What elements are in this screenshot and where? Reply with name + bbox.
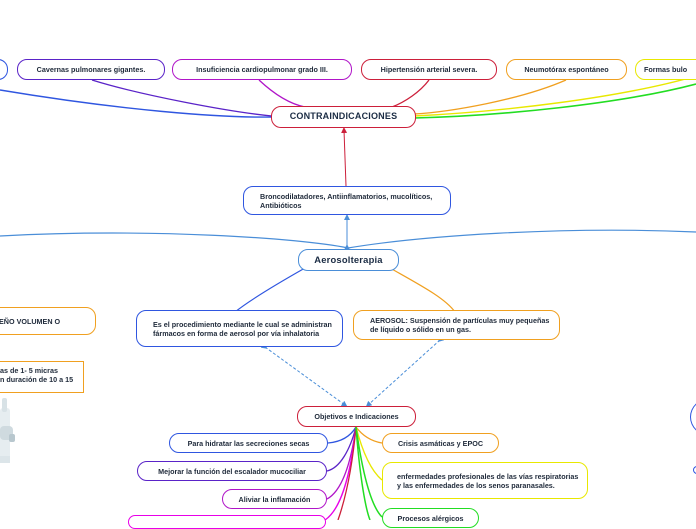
contra-item-cavernas[interactable]: Cavernas pulmonares gigantes.	[17, 59, 165, 80]
indication-enfermedades[interactable]: enfermedades profesionales de las vías r…	[382, 462, 588, 499]
connector-neumotorax	[413, 79, 567, 115]
connector-left-long	[0, 232, 349, 249]
connector-obj-alergicos	[355, 426, 383, 518]
right-partial-dot	[693, 466, 696, 474]
objective-inflamacion[interactable]: Aliviar la inflamación	[222, 489, 327, 509]
connector-insuficiencia	[258, 79, 306, 108]
objective-pink-partial[interactable]	[128, 515, 326, 529]
particles-partial-box[interactable]	[0, 361, 84, 393]
objective-hidratar[interactable]: Para hidratar las secreciones secas	[169, 433, 328, 453]
nebulizer-device-icon	[0, 398, 15, 463]
contra-item-formas[interactable]: Formas bulo	[635, 59, 696, 80]
contra-item-neumotorax[interactable]: Neumotórax espontáneo	[506, 59, 627, 80]
objectives-node[interactable]: Objetivos e Indicaciones	[297, 406, 416, 427]
connector-blue-offscreen	[0, 89, 273, 118]
particles-line-1: as de 1- 5 micras	[0, 366, 58, 375]
definition-node[interactable]: Es el procedimiento mediante le cual se …	[136, 310, 343, 347]
connector-aerosol	[389, 267, 456, 313]
aerosol-node[interactable]: AEROSOL: Suspensión de partículas muy pe…	[353, 310, 560, 340]
connector-definition	[234, 267, 306, 313]
connector-obj-enfermedades	[355, 426, 383, 481]
connector-obj-red-offscreen	[337, 426, 357, 520]
dashed-aerosol-objectives	[365, 335, 445, 408]
contra-item-hipertension[interactable]: Hipertensión arterial severa.	[361, 59, 497, 80]
size-partial-node[interactable]: EÑO VOLUMEN O	[0, 307, 96, 335]
center-topic[interactable]: Aerosolterapia	[298, 249, 399, 271]
connector-obj-crisis	[355, 426, 383, 444]
indication-crisis[interactable]: Crisis asmáticas y EPOC	[382, 433, 499, 453]
connector-cavernas	[91, 79, 273, 117]
connector-obj-green-offscreen	[355, 426, 371, 520]
size-partial-label: EÑO VOLUMEN O	[0, 316, 61, 326]
arrow-drugs-to-contra	[341, 127, 348, 187]
dashed-definition-objectives	[260, 342, 348, 407]
connector-obj-hidratar	[327, 426, 357, 444]
indication-alergicos[interactable]: Procesos alérgicos	[382, 508, 479, 528]
connector-obj-escalador	[326, 426, 357, 472]
connector-green-offscreen	[413, 83, 696, 119]
connector-formas	[413, 75, 696, 117]
particles-line-2: n duración de 10 a 15	[0, 375, 74, 384]
drugs-node[interactable]: Broncodilatadores, Antiinflamatorios, mu…	[243, 186, 451, 215]
objective-escalador[interactable]: Mejorar la función del escalador mucocil…	[137, 461, 327, 481]
contra-item-insuficiencia[interactable]: Insuficiencia cardiopulmonar grado III.	[172, 59, 352, 80]
connector-hipertension	[391, 79, 430, 108]
contraindications-title[interactable]: CONTRAINDICACIONES	[271, 106, 416, 128]
connector-right-long	[347, 229, 696, 249]
